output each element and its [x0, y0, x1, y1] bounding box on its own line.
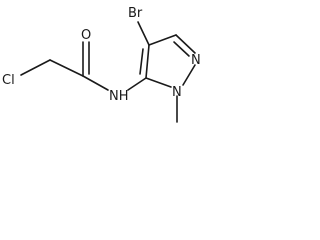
bond-c5-c4-a	[145, 44, 150, 79]
bond-c3-n2-b	[173, 41, 190, 57]
bond-c5-c4-b	[139, 48, 144, 75]
bond-cl-ch2	[20, 59, 51, 76]
atom-ring-nitrogen-2: N	[191, 53, 201, 68]
bond-nh-c5	[127, 77, 147, 91]
bond-carbonyl-nh	[82, 75, 109, 91]
atom-chlorine: Cl	[2, 73, 15, 88]
atom-ring-nitrogen-1: N	[172, 85, 182, 100]
bond-c4-c3	[148, 34, 177, 46]
atom-amide-nitrogen: NH	[109, 89, 129, 104]
atom-bromine: Br	[128, 6, 143, 21]
bonds	[20, 21, 196, 123]
bond-ch2-carbonyl	[49, 59, 84, 77]
bond-n1-c5	[145, 77, 172, 88]
bond-c3-n2-a	[175, 34, 196, 54]
molecule-structure: Cl O NH Br N N	[2, 6, 201, 123]
bond-n2-n1	[182, 64, 196, 86]
bond-c4-br	[137, 21, 150, 46]
atom-labels: Cl O NH Br N N	[2, 6, 201, 104]
atom-carbonyl-oxygen: O	[81, 28, 91, 43]
